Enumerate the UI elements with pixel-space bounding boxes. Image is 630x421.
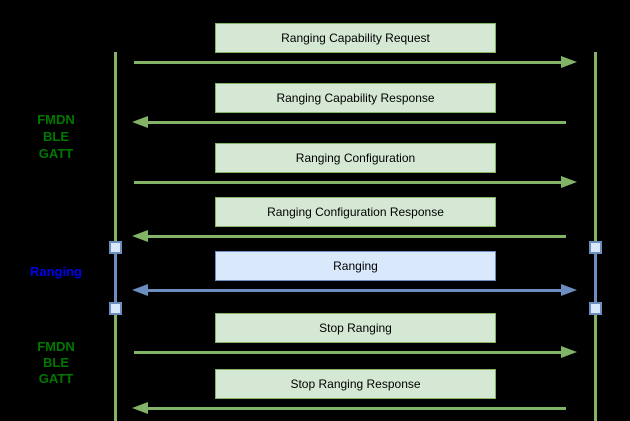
message-label: Stop Ranging Response bbox=[290, 377, 421, 391]
message-label: Ranging Configuration Response bbox=[267, 205, 444, 219]
phase-label-line: GATT bbox=[38, 371, 74, 386]
arrow-shaft bbox=[146, 289, 563, 292]
message-label: Ranging bbox=[333, 259, 378, 273]
activation-marker bbox=[589, 241, 602, 254]
arrowhead-left-icon bbox=[132, 402, 148, 414]
message-box-stop-ranging: Stop Ranging bbox=[215, 313, 496, 343]
arrow-shaft bbox=[134, 61, 563, 64]
phase-label-line: BLE bbox=[43, 355, 69, 370]
arrow-shaft bbox=[134, 351, 563, 354]
activation-bar-left bbox=[114, 248, 117, 308]
message-label: Stop Ranging bbox=[319, 321, 392, 335]
phase-label-line: BLE bbox=[43, 129, 69, 144]
message-label: Ranging Configuration bbox=[295, 151, 416, 165]
arrowhead-right-icon bbox=[561, 56, 577, 68]
arrowhead-right-icon bbox=[561, 284, 577, 296]
arrow-left-icon bbox=[132, 230, 577, 242]
arrow-bidirectional-icon bbox=[132, 284, 577, 296]
message-box-stop-ranging-response: Stop Ranging Response bbox=[215, 369, 496, 399]
message-box-ranging: Ranging bbox=[215, 251, 496, 281]
arrow-right-icon bbox=[132, 176, 577, 188]
arrow-right-icon bbox=[132, 56, 577, 68]
arrowhead-right-icon bbox=[561, 176, 577, 188]
arrow-shaft bbox=[146, 235, 566, 238]
message-label: Ranging Capability Request bbox=[281, 31, 430, 45]
message-box-ranging-configuration: Ranging Configuration bbox=[215, 143, 496, 173]
lifeline-right bbox=[594, 52, 597, 421]
phase-label-line: Ranging bbox=[30, 264, 82, 279]
activation-marker bbox=[109, 241, 122, 254]
arrow-right-icon bbox=[132, 346, 577, 358]
message-label: Ranging Capability Response bbox=[276, 91, 435, 105]
phase-label-ranging: Ranging bbox=[10, 264, 102, 280]
activation-bar-right bbox=[594, 248, 597, 308]
arrow-shaft bbox=[146, 407, 566, 410]
arrow-shaft bbox=[134, 181, 563, 184]
phase-label-fmdn-ble-gatt-top: FMDN BLE GATT bbox=[10, 111, 102, 162]
phase-label-fmdn-ble-gatt-bottom: FMDN BLE GATT bbox=[10, 339, 102, 387]
lifeline-left bbox=[114, 52, 117, 421]
arrow-shaft bbox=[146, 121, 566, 124]
arrowhead-left-icon bbox=[132, 230, 148, 242]
arrowhead-right-icon bbox=[561, 346, 577, 358]
phase-label-line: GATT bbox=[38, 146, 74, 161]
arrow-left-icon bbox=[132, 116, 577, 128]
arrowhead-left-icon bbox=[132, 116, 148, 128]
arrow-left-icon bbox=[132, 402, 577, 414]
message-box-ranging-configuration-response: Ranging Configuration Response bbox=[215, 197, 496, 227]
phase-label-line: FMDN bbox=[37, 112, 75, 127]
message-box-ranging-capability-request: Ranging Capability Request bbox=[215, 23, 496, 53]
activation-marker bbox=[109, 302, 122, 315]
message-box-ranging-capability-response: Ranging Capability Response bbox=[215, 83, 496, 113]
phase-label-line: FMDN bbox=[37, 339, 75, 354]
activation-marker bbox=[589, 302, 602, 315]
arrowhead-left-icon bbox=[132, 284, 148, 296]
